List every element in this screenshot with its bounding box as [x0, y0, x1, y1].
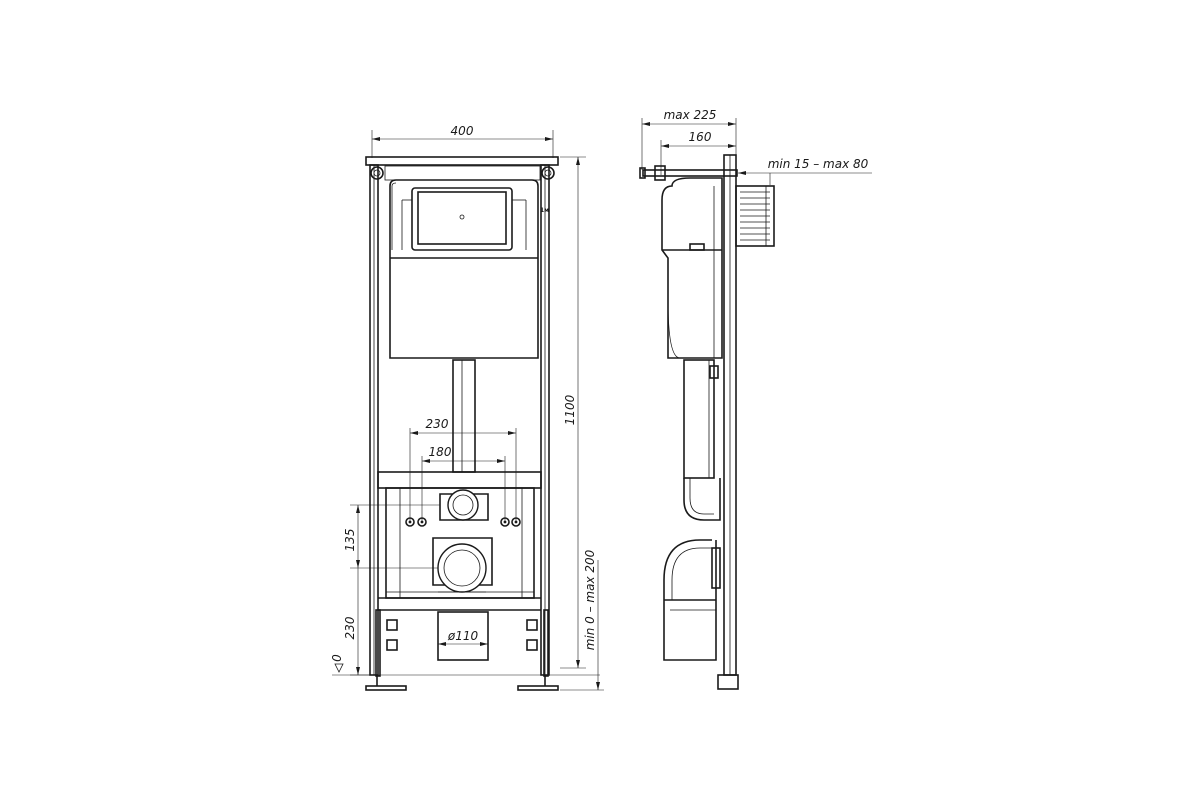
dimension-230-top: 230	[409, 417, 517, 522]
inlet-connection	[439, 489, 489, 521]
dimension-max-225: max 225	[641, 108, 737, 170]
dimension-adjust-range: min 0 – max 200	[560, 549, 604, 691]
dimension-230-bottom: 230	[343, 568, 370, 676]
cistern: 1м	[389, 179, 549, 359]
side-upright	[717, 154, 739, 690]
waste-outlet	[432, 537, 493, 593]
dimension-wall-range: min 15 – max 80	[738, 157, 872, 185]
label-160: 160	[689, 130, 712, 144]
dimension-160: 160	[660, 130, 736, 175]
cistern-side	[661, 177, 723, 359]
label-wall-range: min 15 – max 80	[768, 157, 869, 171]
label-400: 400	[451, 124, 474, 138]
label-230-top: 230	[426, 417, 449, 431]
threaded-rod	[735, 185, 775, 247]
leg-adjusters	[365, 609, 559, 691]
label-230-bottom: 230	[343, 616, 357, 639]
dimension-400: 400	[371, 124, 554, 158]
plate-mark: 1м	[540, 207, 549, 214]
flush-button-icon	[459, 214, 465, 220]
side-label-icon	[689, 243, 705, 251]
dimension-180: 180	[421, 445, 506, 522]
waste-elbow	[663, 539, 721, 661]
label-0: 0	[330, 654, 344, 662]
outlet-pipe: ø110	[437, 611, 489, 661]
label-135: 135	[343, 529, 357, 552]
frame-top-bar	[365, 156, 559, 181]
label-adjust-range: min 0 – max 200	[583, 549, 597, 650]
label-180: 180	[429, 445, 452, 459]
mounting-plate	[377, 471, 542, 611]
front-view: 400 1м	[330, 124, 604, 691]
label-max-225: max 225	[664, 108, 717, 122]
label-dia-110: ø110	[447, 629, 479, 643]
flush-pipe-side	[683, 359, 721, 521]
dimension-135: 135	[343, 504, 440, 569]
flush-pipe	[452, 359, 476, 473]
dimension-1100: 1100	[560, 156, 586, 669]
side-view: max 225 160 min 15 – max 80	[639, 108, 872, 690]
label-1100: 1100	[563, 394, 577, 425]
top-bracket	[639, 165, 738, 181]
stud-holes	[405, 517, 521, 527]
